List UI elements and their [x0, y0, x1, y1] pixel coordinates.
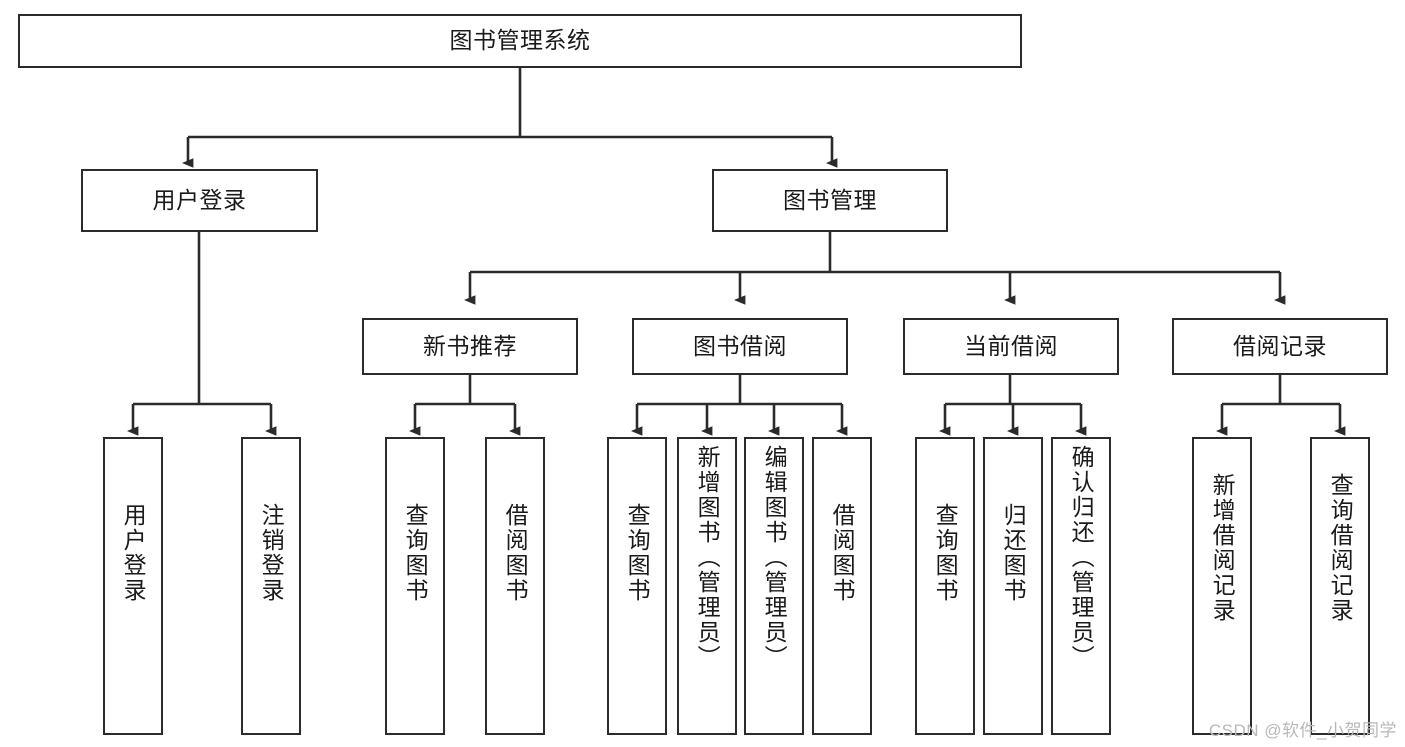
leaf-confirm-return-admin[interactable]: 确认归还（管理员）: [1051, 437, 1111, 735]
node-label: 借阅图书: [829, 503, 856, 603]
node-label: 当前借阅: [964, 332, 1058, 359]
leaf-borrow-book[interactable]: 借阅图书: [812, 437, 872, 735]
node-label: 借阅记录: [1233, 332, 1327, 359]
node-label: 查询图书: [402, 503, 429, 603]
node-label: 图书管理: [783, 186, 877, 213]
node-current-borrow[interactable]: 当前借阅: [903, 318, 1119, 375]
leaf-borrow-book-recommend[interactable]: 借阅图书: [485, 437, 545, 735]
node-label: 确认归还（管理员）: [1068, 445, 1095, 670]
node-label: 图书管理系统: [449, 27, 591, 54]
node-label: 查询图书: [932, 503, 959, 603]
node-label: 新书推荐: [423, 332, 517, 359]
node-label: 新增借阅记录: [1209, 473, 1236, 623]
node-borrow-records[interactable]: 借阅记录: [1172, 318, 1388, 375]
node-book-management[interactable]: 图书管理: [712, 169, 948, 232]
node-label: 图书借阅: [693, 332, 787, 359]
leaf-query-borrow-record[interactable]: 查询借阅记录: [1310, 437, 1370, 735]
node-label: 借阅图书: [502, 503, 529, 603]
node-new-book-recommend[interactable]: 新书推荐: [362, 318, 578, 375]
node-label: 归还图书: [1000, 503, 1027, 603]
node-book-borrow[interactable]: 图书借阅: [632, 318, 848, 375]
leaf-user-logout[interactable]: 注销登录: [241, 437, 301, 735]
leaf-add-borrow-record[interactable]: 新增借阅记录: [1192, 437, 1252, 735]
node-label: 用户登录: [152, 186, 247, 213]
node-label: 查询图书: [624, 503, 651, 603]
node-label: 新增图书（管理员）: [694, 445, 721, 670]
leaf-query-book-current[interactable]: 查询图书: [915, 437, 975, 735]
leaf-query-book-borrow[interactable]: 查询图书: [607, 437, 667, 735]
leaf-edit-book-admin[interactable]: 编辑图书（管理员）: [744, 437, 804, 735]
leaf-return-book[interactable]: 归还图书: [983, 437, 1043, 735]
node-label: 查询借阅记录: [1327, 473, 1354, 623]
node-label: 编辑图书（管理员）: [761, 445, 788, 670]
node-label: 注销登录: [258, 503, 285, 603]
node-label: 用户登录: [120, 503, 147, 603]
leaf-user-login[interactable]: 用户登录: [103, 437, 163, 735]
leaf-query-book-recommend[interactable]: 查询图书: [385, 437, 445, 735]
leaf-add-book-admin[interactable]: 新增图书（管理员）: [677, 437, 737, 735]
node-user-login[interactable]: 用户登录: [81, 169, 318, 232]
node-root-system[interactable]: 图书管理系统: [18, 14, 1022, 68]
csdn-watermark: CSDN @软件_小贺同学: [1208, 721, 1397, 740]
